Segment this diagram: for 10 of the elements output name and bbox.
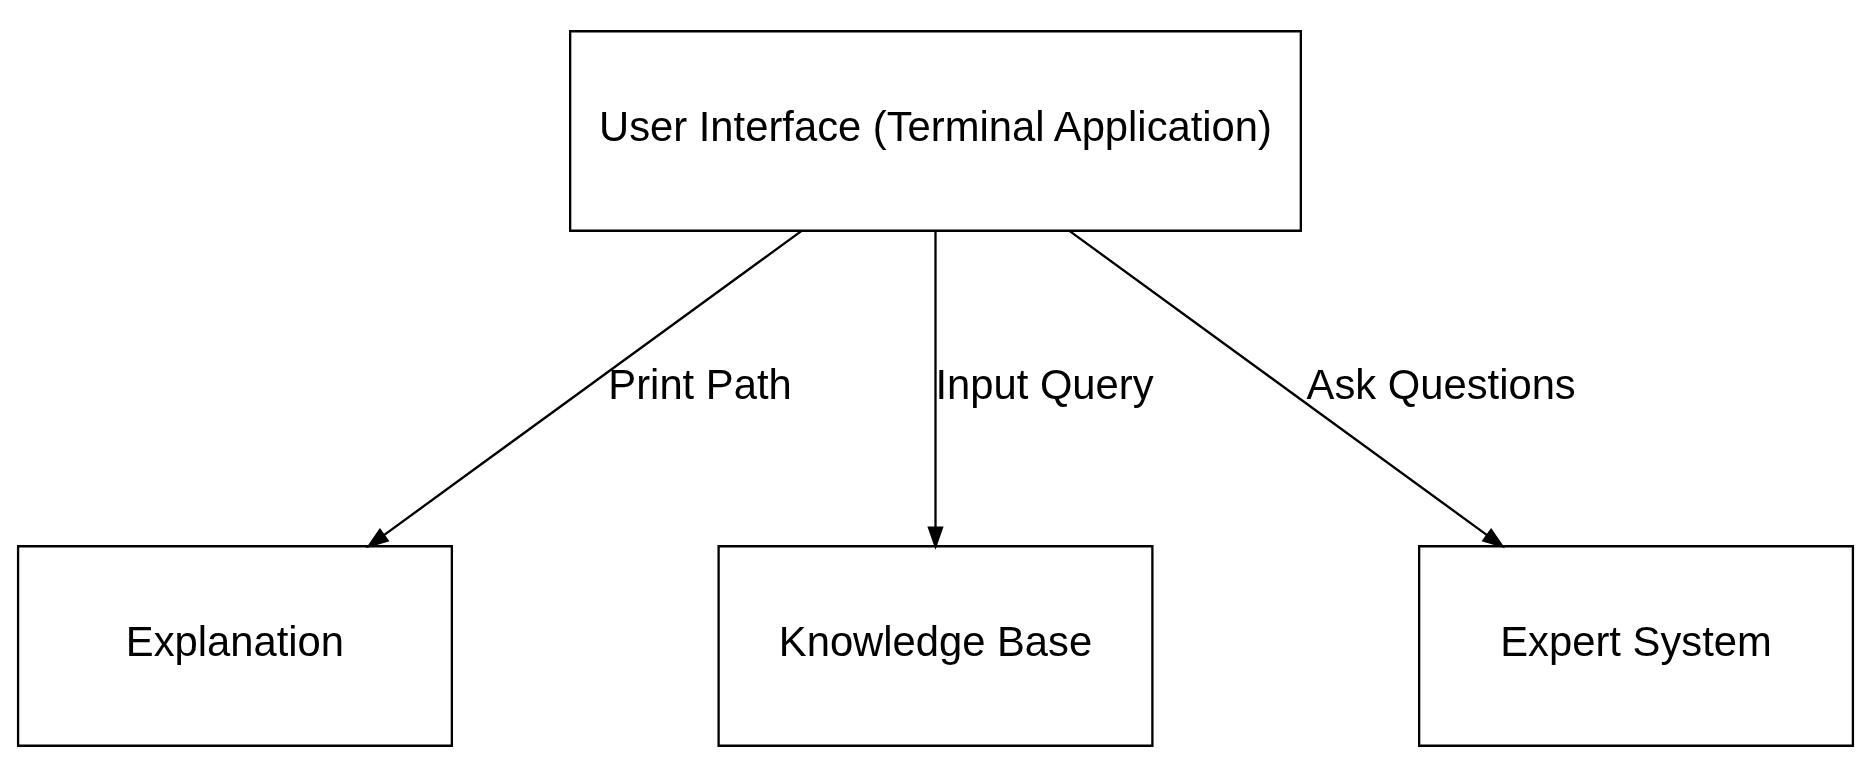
node-box: Explanation [16, 545, 454, 747]
node-box: Expert System [1418, 545, 1855, 747]
node-box: Knowledge Base [717, 545, 1154, 747]
node-box: User Interface (Terminal Application) [569, 30, 1302, 232]
edge-label: Input Query [935, 360, 1154, 408]
arrow [1069, 230, 1506, 549]
arrow [365, 230, 802, 549]
edge-label: Print Path [608, 360, 792, 408]
edge-label: Ask Questions [1306, 360, 1576, 408]
arrow [927, 231, 944, 550]
